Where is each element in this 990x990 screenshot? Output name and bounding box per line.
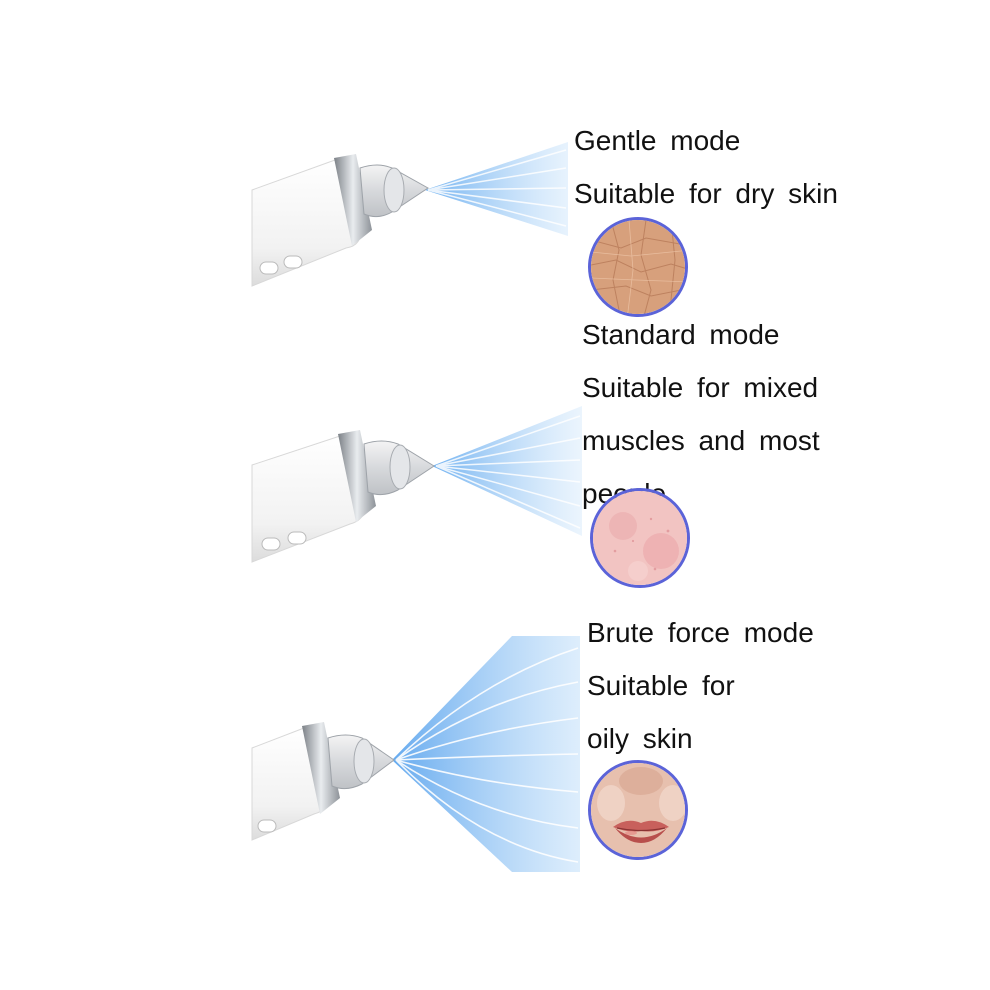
device-illustration xyxy=(251,636,580,872)
mode-description-line-2: oily skin xyxy=(587,723,693,754)
mode-text-gentle: Gentle mode Suitable for dry skin xyxy=(574,114,838,220)
mode-section-standard: Standard mode Suitable for mixed muscles… xyxy=(0,319,990,620)
mode-text-standard: Standard mode Suitable for mixed muscles… xyxy=(582,308,820,520)
mode-description: Suitable for dry skin xyxy=(574,178,838,209)
device-illustration xyxy=(251,142,568,287)
spray-cone-wide xyxy=(392,636,580,872)
mode-title: Gentle mode xyxy=(574,125,741,156)
mode-title: Brute force mode xyxy=(587,617,814,648)
mode-text-brute-force: Brute force mode Suitable for oily skin xyxy=(587,606,814,765)
mode-description-line-2: muscles and most xyxy=(582,425,820,456)
oily-skin-face-sample xyxy=(588,760,688,860)
mode-description-line-1: Suitable for xyxy=(587,670,735,701)
device-illustration xyxy=(251,406,582,563)
metal-ring xyxy=(334,154,372,246)
metal-ring xyxy=(338,430,376,522)
mode-section-gentle: Gentle mode Suitable for dry skin xyxy=(0,0,990,330)
spray-cone-medium xyxy=(432,406,582,536)
mode-title: Standard mode xyxy=(582,319,780,350)
mode-description-line-1: Suitable for mixed xyxy=(582,372,819,403)
mode-section-brute-force: Brute force mode Suitable for oily skin xyxy=(0,617,990,920)
mixed-skin-sample xyxy=(590,488,690,588)
dry-skin-sample xyxy=(588,217,688,317)
metal-ring xyxy=(302,722,340,814)
